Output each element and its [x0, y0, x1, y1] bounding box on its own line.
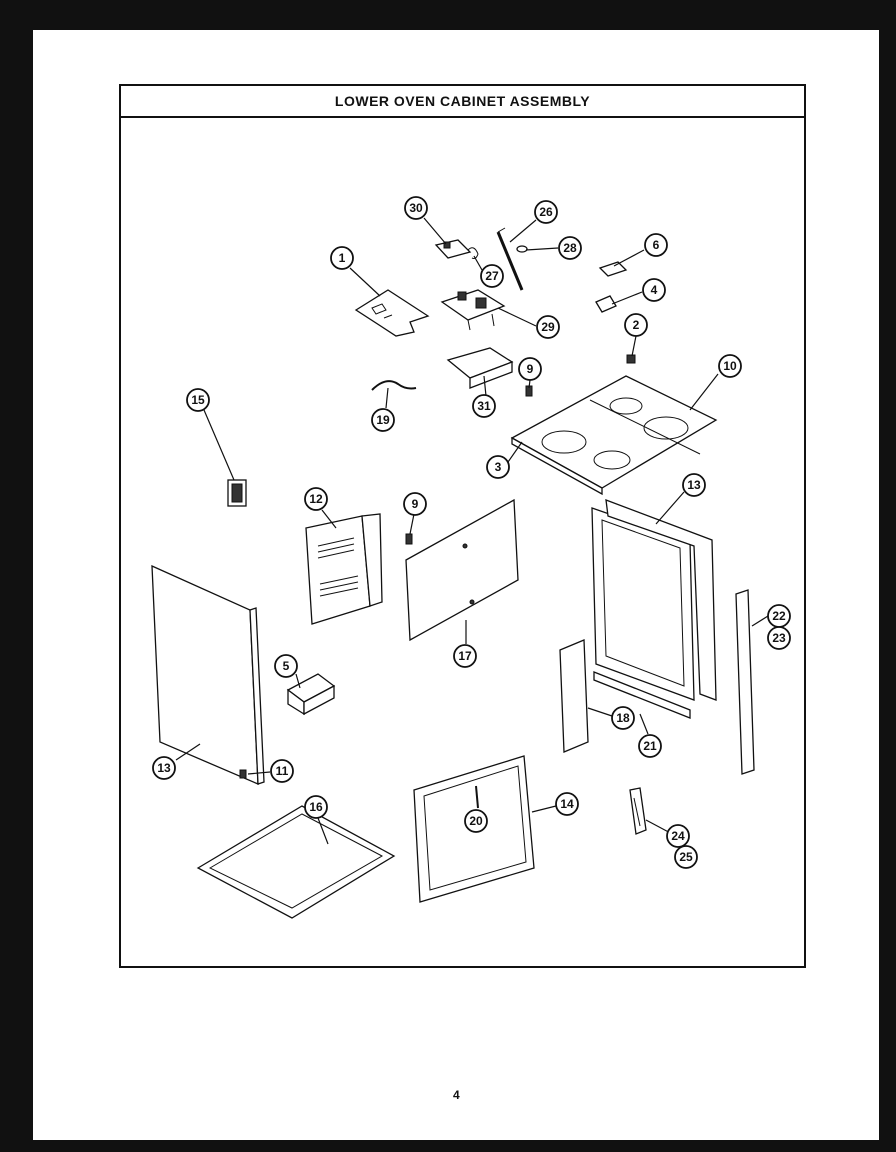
svg-text:22: 22 — [772, 609, 786, 623]
part-26-rod — [496, 227, 524, 291]
callout-11: 11 — [270, 759, 294, 783]
part-13-side-panel-left — [151, 564, 265, 786]
part-19-wire — [371, 380, 417, 391]
part-2-screw — [626, 354, 636, 364]
callout-10: 10 — [718, 354, 742, 378]
callout-9-upper: 9 — [518, 357, 542, 381]
part-16-bottom-panel — [196, 805, 396, 919]
svg-text:28: 28 — [563, 241, 577, 255]
callout-2: 2 — [624, 313, 648, 337]
callout-17: 17 — [453, 644, 477, 668]
svg-text:1: 1 — [339, 251, 346, 265]
callout-1: 1 — [330, 246, 354, 270]
callout-12: 12 — [304, 487, 328, 511]
svg-text:18: 18 — [616, 711, 630, 725]
part-21-rail — [593, 671, 691, 719]
page-sheet: LOWER OVEN CABINET ASSEMBLY 4 — [33, 30, 879, 1140]
part-4-bracket — [595, 295, 617, 313]
part-12-vented-panel — [305, 513, 383, 625]
svg-text:16: 16 — [309, 800, 323, 814]
svg-text:14: 14 — [560, 797, 574, 811]
callout-5: 5 — [274, 654, 298, 678]
svg-text:23: 23 — [772, 631, 786, 645]
svg-text:25: 25 — [679, 850, 693, 864]
part-10-top-panel — [510, 375, 718, 496]
part-9-screw-lower — [405, 533, 413, 545]
callout-3: 3 — [486, 455, 510, 479]
callout-19: 19 — [371, 408, 395, 432]
callout-18: 18 — [611, 706, 635, 730]
callout-13-frame: 13 — [682, 473, 706, 497]
part-6-plate — [598, 261, 628, 277]
svg-text:17: 17 — [458, 649, 472, 663]
svg-text:12: 12 — [309, 492, 323, 506]
svg-text:20: 20 — [469, 814, 483, 828]
svg-text:24: 24 — [671, 829, 685, 843]
page-number: 4 — [453, 1088, 460, 1102]
callout-9-lower: 9 — [403, 492, 427, 516]
callout-29: 29 — [536, 315, 560, 339]
part-28-pin — [516, 245, 528, 253]
svg-text:11: 11 — [276, 764, 289, 778]
svg-text:3: 3 — [495, 460, 502, 474]
callout-23: 23 — [767, 626, 791, 650]
svg-text:27: 27 — [485, 269, 499, 283]
callout-25: 25 — [674, 845, 698, 869]
svg-text:30: 30 — [409, 201, 423, 215]
callout-21: 21 — [638, 734, 662, 758]
leader-lines — [175, 217, 769, 845]
callout-13-side: 13 — [152, 756, 176, 780]
svg-text:10: 10 — [723, 359, 737, 373]
part-18-panel — [559, 639, 589, 753]
svg-text:29: 29 — [541, 320, 555, 334]
callout-24: 24 — [666, 824, 690, 848]
callout-26: 26 — [534, 200, 558, 224]
part-27-clip — [467, 247, 479, 259]
part-22-23-trim — [735, 589, 755, 775]
part-20-pin — [475, 785, 479, 809]
diagram-title: LOWER OVEN CABINET ASSEMBLY — [334, 93, 591, 109]
svg-text:13: 13 — [157, 761, 171, 775]
callout-20: 20 — [464, 809, 488, 833]
callout-28: 28 — [558, 236, 582, 260]
svg-text:31: 31 — [477, 399, 491, 413]
part-11-screw — [239, 769, 247, 779]
svg-text:2: 2 — [633, 318, 640, 332]
title-bar: LOWER OVEN CABINET ASSEMBLY — [121, 86, 804, 118]
callout-6: 6 — [644, 233, 668, 257]
callout-14: 14 — [555, 792, 579, 816]
svg-text:19: 19 — [376, 413, 390, 427]
part-30-bracket — [434, 239, 472, 259]
part-24-25-hinge — [629, 787, 647, 835]
svg-text:13: 13 — [687, 478, 701, 492]
part-5-block — [286, 673, 336, 716]
callout-31: 31 — [472, 394, 496, 418]
callout-30: 30 — [404, 196, 428, 220]
svg-text:9: 9 — [527, 362, 534, 376]
part-1-plate — [354, 289, 430, 337]
part-13-door-frame-right — [591, 499, 717, 701]
svg-text:4: 4 — [651, 283, 658, 297]
callout-22: 22 — [767, 604, 791, 628]
svg-text:26: 26 — [539, 205, 553, 219]
part-15-switch — [227, 479, 247, 507]
svg-text:5: 5 — [283, 659, 290, 673]
part-29-mechanism — [440, 289, 506, 331]
callout-27: 27 — [480, 264, 504, 288]
part-17-panel — [405, 498, 519, 642]
svg-text:9: 9 — [412, 497, 419, 511]
part-31-shield — [446, 347, 514, 389]
svg-text:6: 6 — [653, 238, 660, 252]
svg-text:21: 21 — [643, 739, 657, 753]
callout-15: 15 — [186, 388, 210, 412]
svg-text:15: 15 — [191, 393, 205, 407]
callout-4: 4 — [642, 278, 666, 302]
callout-16: 16 — [304, 795, 328, 819]
